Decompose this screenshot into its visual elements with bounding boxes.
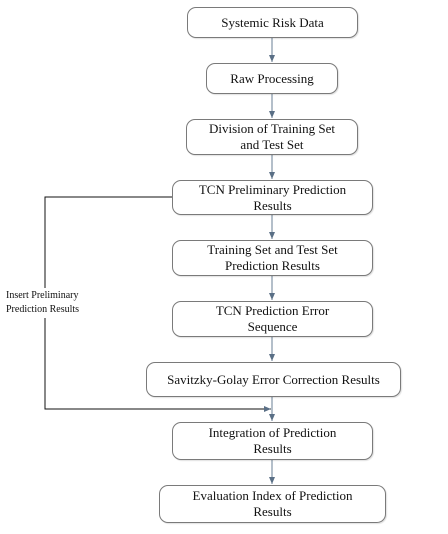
- step-label: Training Set and Test Set Prediction Res…: [207, 242, 338, 273]
- step-integration: Integration of Prediction Results: [172, 422, 373, 460]
- step-label: Savitzky-Golay Error Correction Results: [167, 371, 380, 387]
- step-label: Integration of Prediction Results: [208, 425, 337, 456]
- feedback-arrow: [44, 318, 271, 412]
- side-annotation: Insert Preliminary Prediction Results: [6, 290, 80, 315]
- step-tcn-error-sequence: TCN Prediction Error Sequence: [172, 301, 373, 337]
- step-label: Systemic Risk Data: [221, 14, 324, 30]
- step-systemic-risk-data: Systemic Risk Data: [187, 7, 358, 38]
- step-savitzky-golay: Savitzky-Golay Error Correction Results: [146, 362, 401, 397]
- step-division-training-test: Division of Training Set and Test Set: [186, 119, 358, 155]
- step-training-test-prediction: Training Set and Test Set Prediction Res…: [172, 240, 373, 276]
- step-label: Evaluation Index of Prediction Results: [192, 488, 353, 519]
- step-evaluation-index: Evaluation Index of Prediction Results: [159, 485, 386, 523]
- step-label: Division of Training Set and Test Set: [208, 121, 336, 152]
- feedback-connector: [44, 196, 172, 288]
- step-raw-processing: Raw Processing: [206, 63, 338, 94]
- step-label: Raw Processing: [230, 70, 314, 86]
- step-label: TCN Preliminary Prediction Results: [198, 181, 347, 213]
- step-tcn-preliminary: TCN Preliminary Prediction Results: [172, 180, 373, 215]
- step-label: TCN Prediction Error Sequence: [215, 303, 330, 334]
